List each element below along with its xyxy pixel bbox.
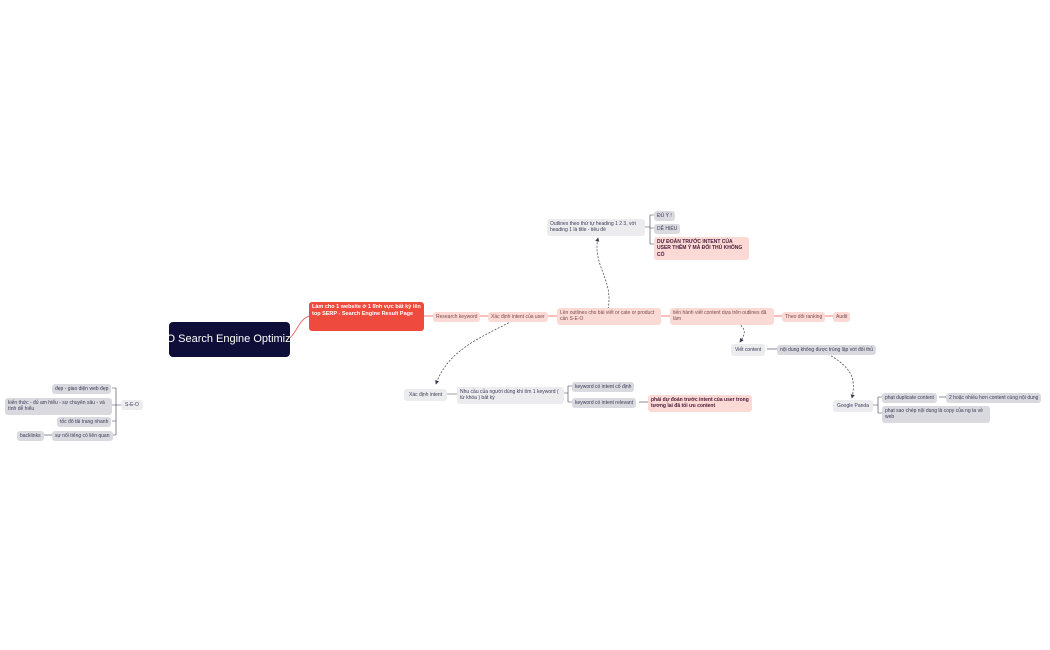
node-phat-sao-chep[interactable]: phạt sao chép nội dung là copy của ng ta… [882, 406, 990, 423]
node-theo-doi-ranking[interactable]: Theo dõi ranking [782, 312, 826, 323]
node-outlines-heading[interactable]: Outlines theo thứ tự heading 1 2 3, với … [547, 219, 645, 236]
node-dep[interactable]: đẹp - giao diện web đẹp [52, 384, 112, 395]
edge-panda-children [873, 396, 882, 414]
edge-nhucau-children [564, 385, 572, 403]
edge-left-tree [112, 387, 121, 436]
node-du-doan-intent[interactable]: DỰ ĐOÁN TRƯỚC INTENT CỦA USER THÊM Ý MÀ … [654, 237, 749, 260]
edge-outlines-children [645, 214, 654, 245]
node-kien-thuc[interactable]: kiến thức - đủ am hiểu - sự chuyên sâu -… [5, 398, 112, 415]
edge-dash-content-panda [827, 353, 855, 399]
main-topic[interactable]: Làm cho 1 website ở 1 lĩnh vực bất kỳ lê… [309, 302, 424, 331]
node-hai-hoac-nhieu[interactable]: 2 hoặc nhiều hơn content cùng nội dung [946, 393, 1042, 404]
node-de-hieu[interactable]: DỄ HIỂU [654, 224, 681, 235]
node-xac-dinh-intent[interactable]: Xác định intent [404, 389, 448, 402]
node-xac-dinh-intent-user[interactable]: Xác định intent của user [488, 312, 548, 323]
node-nhu-cau[interactable]: Nhu cầu của người dùng khi tìm 1 keyword… [457, 387, 564, 404]
node-su-noi-tieng[interactable]: sự nổi tiếng có liên quan [52, 431, 113, 442]
node-research-keyword[interactable]: Research keyword [433, 312, 481, 323]
node-phai-du-doan[interactable]: phải dự đoán trước intent của user trong… [648, 395, 752, 412]
node-viet-content[interactable]: Viết content [731, 344, 766, 357]
node-tien-hanh[interactable]: tiến hành viết content dựa trên outlines… [670, 308, 774, 325]
node-phat-duplicate[interactable]: phạt duplicate content [882, 393, 937, 404]
node-backlinks[interactable]: backlinks [17, 431, 44, 442]
edge-dash-intent-down [435, 320, 513, 385]
node-google-panda[interactable]: Google Panda [833, 400, 873, 413]
node-du-y[interactable]: ĐỦ Ý ! [654, 211, 675, 222]
node-audit[interactable]: Audit [833, 312, 851, 323]
root-topic[interactable]: S-E-O Search Engine Optimization [145, 322, 314, 357]
edge-dash-outlines-up [595, 237, 610, 310]
edge-dash-tienhanh-down [737, 322, 745, 343]
node-keyword-co-dinh[interactable]: keyword có intent cố định [572, 382, 635, 393]
node-seo-left[interactable]: S-E-O [121, 400, 143, 411]
node-keyword-relevant[interactable]: keyword có intent relevant [572, 398, 637, 409]
node-len-outlines[interactable]: Lên outlines cho bài viết or cate or pro… [557, 308, 661, 325]
node-toc-do[interactable]: tốc đô tải trang nhanh [57, 417, 112, 428]
node-khong-trung-lap[interactable]: nội dung không được trùng lặp với đối th… [777, 345, 877, 356]
